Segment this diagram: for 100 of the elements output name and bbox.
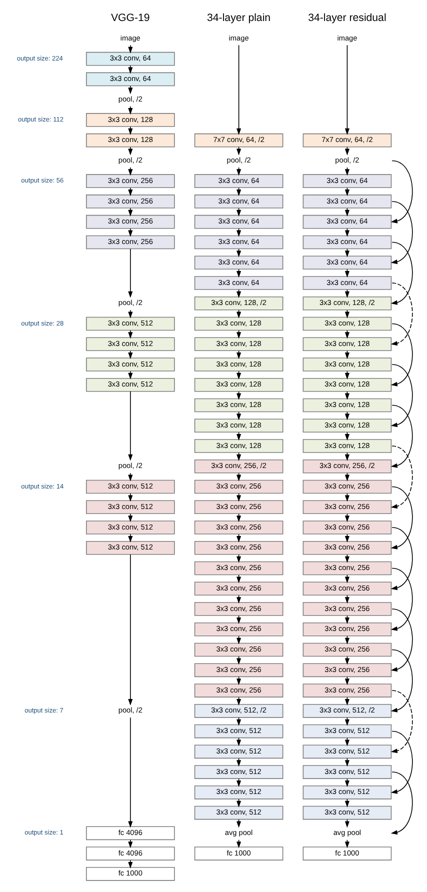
arrow (236, 44, 242, 135)
node-box: 3x3 conv, 256 (302, 684, 392, 698)
arrow (390, 242, 413, 305)
node-box: 3x3 conv, 512 (194, 806, 284, 820)
node-box: 3x3 conv, 256 (302, 500, 392, 514)
node-box: 3x3 conv, 64 (194, 214, 284, 229)
label: VGG-19 (110, 12, 150, 24)
node-box: fc 1000 (86, 866, 175, 881)
node-box: 3x3 conv, 256 (302, 663, 392, 678)
arrow (128, 106, 133, 115)
arrow (128, 228, 133, 237)
node-box: 3x3 conv, 512 (194, 744, 284, 759)
node-box: fc 1000 (302, 846, 392, 860)
node-box: 3x3 conv, 512 (302, 785, 392, 800)
arrow (390, 160, 413, 224)
node-text: pool, /2 (118, 156, 142, 165)
arrow (390, 568, 413, 631)
node-box: 3x3 conv, 128 (194, 439, 284, 453)
node-text: avg pool (333, 828, 362, 837)
node-text: pool, /2 (118, 461, 142, 470)
label: 34-layer residual (308, 12, 386, 24)
node-box: 3x3 conv, 128 (86, 133, 175, 148)
node-text: image (228, 33, 249, 42)
node-box: 3x3 conv, 64 (194, 174, 284, 188)
node-text: pool, /2 (335, 156, 360, 165)
arrow (128, 208, 133, 216)
arrow (128, 472, 133, 482)
node-box: 3x3 conv, 256 (194, 684, 284, 698)
node-box: 3x3 conv, 512 (86, 540, 175, 555)
node-box: 3x3 conv, 512, /2 (302, 704, 392, 718)
node-box: 3x3 conv, 64 (194, 194, 284, 208)
arrow (128, 534, 133, 542)
node-box: 3x3 conv, 512, /2 (194, 704, 284, 718)
arrow (390, 404, 413, 468)
node-box: 3x3 conv, 256 (86, 214, 175, 229)
node-box: 3x3 conv, 256 (302, 520, 392, 534)
node-box: 3x3 conv, 512 (86, 337, 175, 352)
node-text: pool, /2 (118, 298, 142, 308)
label: 34-layer plain (207, 12, 271, 24)
arrow (128, 554, 133, 706)
node-box: 3x3 conv, 256 (86, 174, 175, 188)
node-box: 3x3 conv, 256 (194, 602, 284, 616)
node-box: 3x3 conv, 128 (302, 418, 392, 433)
arrow (128, 391, 133, 461)
node-box: 3x3 conv, 128, /2 (302, 296, 392, 310)
arrow (390, 649, 413, 712)
node-box: 3x3 conv, 128 (194, 358, 284, 372)
arrow (128, 513, 133, 522)
node-text: pool, /2 (118, 706, 142, 715)
node-box: 3x3 conv, 256 (86, 194, 175, 208)
arrow (344, 44, 350, 135)
node-box: 3x3 conv, 64 (86, 72, 175, 86)
node-box: 3x3 conv, 128 (194, 398, 284, 412)
arrow (390, 282, 413, 346)
node-box: 3x3 conv, 256 (302, 540, 392, 555)
node-box: fc 1000 (194, 846, 284, 860)
node-box: 3x3 conv, 128, /2 (194, 296, 284, 310)
node-text: pool, /2 (118, 94, 142, 104)
node-box: 3x3 conv, 64 (302, 256, 392, 270)
node-box: 3x3 conv, 256 (194, 561, 284, 576)
node-box: 3x3 conv, 512 (302, 765, 392, 779)
node-box: 3x3 conv, 128 (194, 378, 284, 392)
node-box: 3x3 conv, 128 (86, 113, 175, 127)
arrow (128, 167, 133, 176)
node-box: 3x3 conv, 512 (194, 785, 284, 800)
node-text: avg pool (224, 828, 253, 837)
node-box: 3x3 conv, 128 (302, 358, 392, 372)
node-text: image (337, 33, 358, 42)
arrow (128, 839, 133, 848)
node-box: 3x3 conv, 512 (86, 500, 175, 514)
node-box: 3x3 conv, 256 (194, 582, 284, 596)
node-text: image (120, 33, 140, 42)
arrow (390, 323, 413, 386)
node-box: 3x3 conv, 256 (194, 642, 284, 657)
node-box: 3x3 conv, 256 (302, 582, 392, 596)
node-box: 3x3 conv, 512 (86, 358, 175, 372)
node-box: 3x3 conv, 64 (302, 174, 392, 188)
node-box: 3x3 conv, 128 (194, 337, 284, 352)
node-box: 3x3 conv, 256 (194, 663, 284, 678)
arrow (390, 690, 413, 754)
node-box: 3x3 conv, 256, /2 (302, 459, 392, 474)
node-box: 3x3 conv, 64 (194, 276, 284, 290)
node-box: 3x3 conv, 512 (86, 378, 175, 392)
arrow (390, 730, 413, 794)
arrow (128, 860, 133, 868)
arrow (128, 126, 133, 135)
node-box: 3x3 conv, 64 (302, 214, 392, 229)
node-box: 3x3 conv, 64 (302, 235, 392, 250)
arrow (390, 527, 413, 590)
node-box: 3x3 conv, 512 (86, 316, 175, 331)
arrow (128, 65, 133, 74)
arrow (128, 248, 133, 298)
node-box: 3x3 conv, 256 (194, 520, 284, 534)
arrow (128, 330, 133, 339)
arrow (390, 201, 413, 264)
arrow (128, 44, 133, 54)
arrow (390, 446, 413, 509)
node-box: 3x3 conv, 256 (194, 540, 284, 555)
arrow (128, 717, 133, 828)
arrow (128, 310, 133, 318)
